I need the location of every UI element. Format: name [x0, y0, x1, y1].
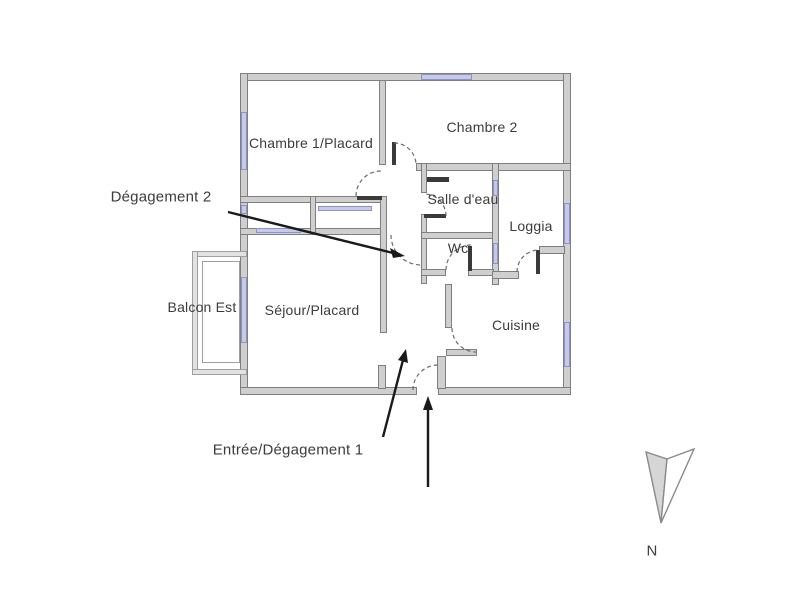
balcony-wall-bottom: [192, 369, 247, 375]
door-leaf-chambre1: [357, 196, 382, 200]
wall-loggia-step: [539, 246, 565, 254]
wall-central-spine: [380, 196, 387, 333]
degagement2-arrow-head: [390, 248, 405, 258]
window-cuisine: [564, 322, 570, 367]
wall-chambre1-chambre2: [379, 80, 386, 165]
wall-sejour-entry-stub: [378, 365, 386, 389]
window-chambre1: [241, 112, 247, 170]
placard-sliding-door-right: [318, 206, 372, 211]
window-salledeau-loggia-upper: [493, 180, 498, 196]
degagement2-pointer-arrow: [227, 210, 405, 258]
wall-salledeau-left-upper: [421, 163, 427, 193]
wall-salledeau-wc-divider: [421, 232, 499, 239]
wall-entry-right: [437, 356, 446, 389]
door-arc-chambre2: [393, 142, 417, 166]
wall-exterior-bottom-left: [240, 387, 417, 395]
window-salledeau-loggia-lower: [493, 243, 498, 264]
room-label-wc: Wc: [447, 240, 469, 256]
door-leaf-loggia: [536, 250, 540, 274]
room-label-sejour: Séjour/Placard: [264, 302, 360, 318]
door-leaf-salledeau: [424, 214, 446, 218]
north-compass-icon: [645, 447, 696, 524]
placard-sliding-door-left: [256, 228, 301, 233]
door-arc-corridor: [390, 234, 422, 266]
wall-loggia-bottom: [492, 271, 519, 279]
wall-salledeau-loggia-divider: [492, 163, 499, 285]
door-arc-chambre1: [355, 170, 382, 197]
room-label-balcon: Balcon Est: [167, 299, 237, 315]
north-label: N: [646, 542, 658, 560]
annotation-degagement2: Dégagement 2: [110, 188, 212, 206]
room-label-chambre1: Chambre 1/Placard: [248, 135, 374, 151]
north-compass-left-blade: [645, 450, 668, 524]
room-label-chambre2: Chambre 2: [446, 119, 518, 135]
door-leaf-chambre2: [392, 142, 396, 165]
window-loggia: [564, 203, 570, 244]
entrance-arrow-head: [423, 396, 433, 410]
entree-arrow-head: [398, 349, 408, 363]
balcony-railing: [202, 261, 240, 363]
wall-placard-divider: [310, 196, 316, 235]
annotation-entree: Entrée/Dégagement 1: [212, 441, 364, 459]
entrance-door-arrow: [423, 396, 433, 487]
north-compass-right-blade: [660, 447, 696, 524]
door-leaf-wc: [468, 246, 472, 271]
wall-shower-stub: [427, 177, 449, 182]
window-top-chambre2: [421, 74, 472, 80]
room-label-cuisine: Cuisine: [491, 317, 541, 333]
wall-cuisine-lower-horizontal: [446, 349, 477, 356]
room-label-loggia: Loggia: [509, 218, 553, 234]
wall-exterior-bottom-right: [438, 387, 571, 395]
entree-arrow-line: [381, 359, 405, 438]
wall-wc-bottom-left: [421, 269, 446, 276]
window-balcony-door: [241, 277, 247, 343]
room-label-salledeau: Salle d'eau: [427, 191, 499, 207]
wall-exterior-top: [240, 73, 568, 81]
wall-cuisine-left: [445, 284, 452, 328]
balcony-wall-top: [192, 251, 247, 257]
window-left-small: [241, 205, 247, 214]
